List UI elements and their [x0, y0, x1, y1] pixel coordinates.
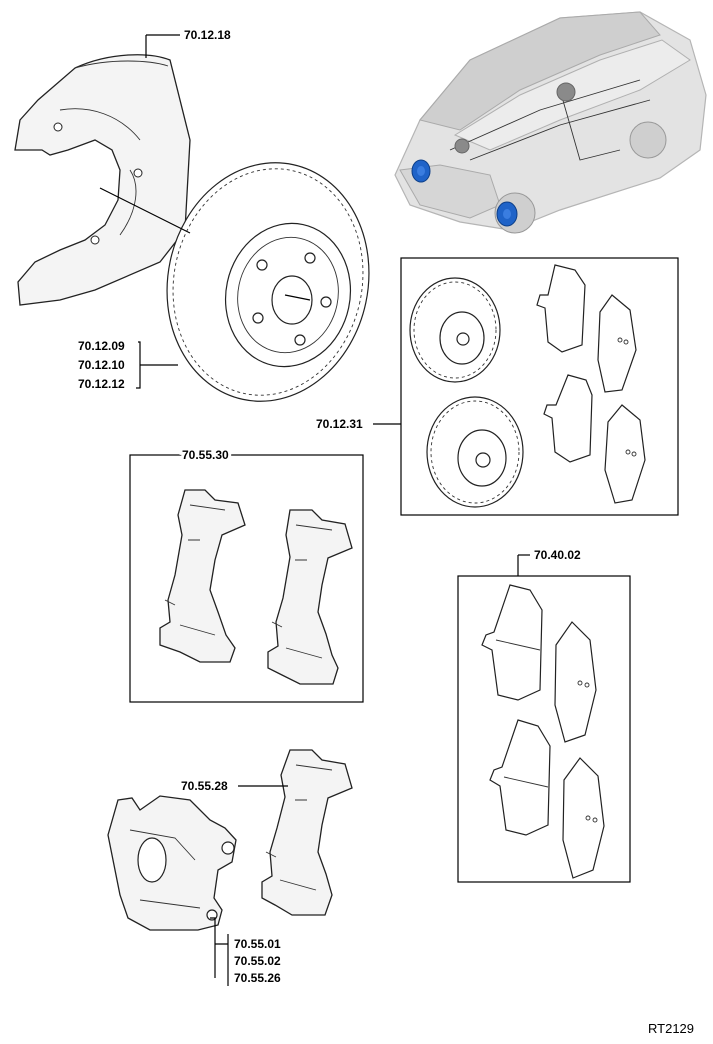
carrier-right — [267, 509, 353, 685]
caliper-label-3: 70.55.26 — [234, 971, 281, 985]
carrier-single-label: 70.55.28 — [181, 779, 228, 793]
carrier-pair-box — [129, 454, 364, 703]
pad-set-pads — [481, 584, 605, 879]
carrier-single — [261, 749, 353, 916]
rotor-label-2: 70.12.10 — [78, 358, 125, 372]
caliper-label-2: 70.55.02 — [234, 954, 281, 968]
reference-code: RT2129 — [648, 1021, 694, 1036]
carrier-pair-label: 70.55.30 — [182, 448, 229, 462]
dust-shield — [14, 54, 191, 306]
front-brake-highlight-right — [496, 201, 518, 227]
rotor-label-3: 70.12.12 — [78, 377, 125, 391]
caliper-leader — [210, 917, 228, 978]
front-brake-highlight-left — [411, 159, 431, 183]
rotor-kit-label: 70.12.31 — [316, 417, 363, 431]
caliper-label-1: 70.55.01 — [234, 937, 281, 951]
carrier-left — [159, 489, 246, 663]
rotor-kit-rotor-top — [409, 277, 501, 383]
rotor-leader — [136, 341, 178, 389]
rotor-label-1: 70.12.09 — [78, 339, 125, 353]
rotor-kit-pads — [536, 264, 646, 504]
rotor-kit-rotor-bottom — [426, 396, 524, 508]
rotor-kit-box — [400, 257, 679, 516]
pad-set-label: 70.40.02 — [534, 548, 581, 562]
brake-caliper — [107, 795, 237, 931]
pad-set-box — [457, 575, 631, 883]
vehicle-locator — [394, 11, 707, 234]
dust-shield-label: 70.12.18 — [184, 28, 231, 42]
